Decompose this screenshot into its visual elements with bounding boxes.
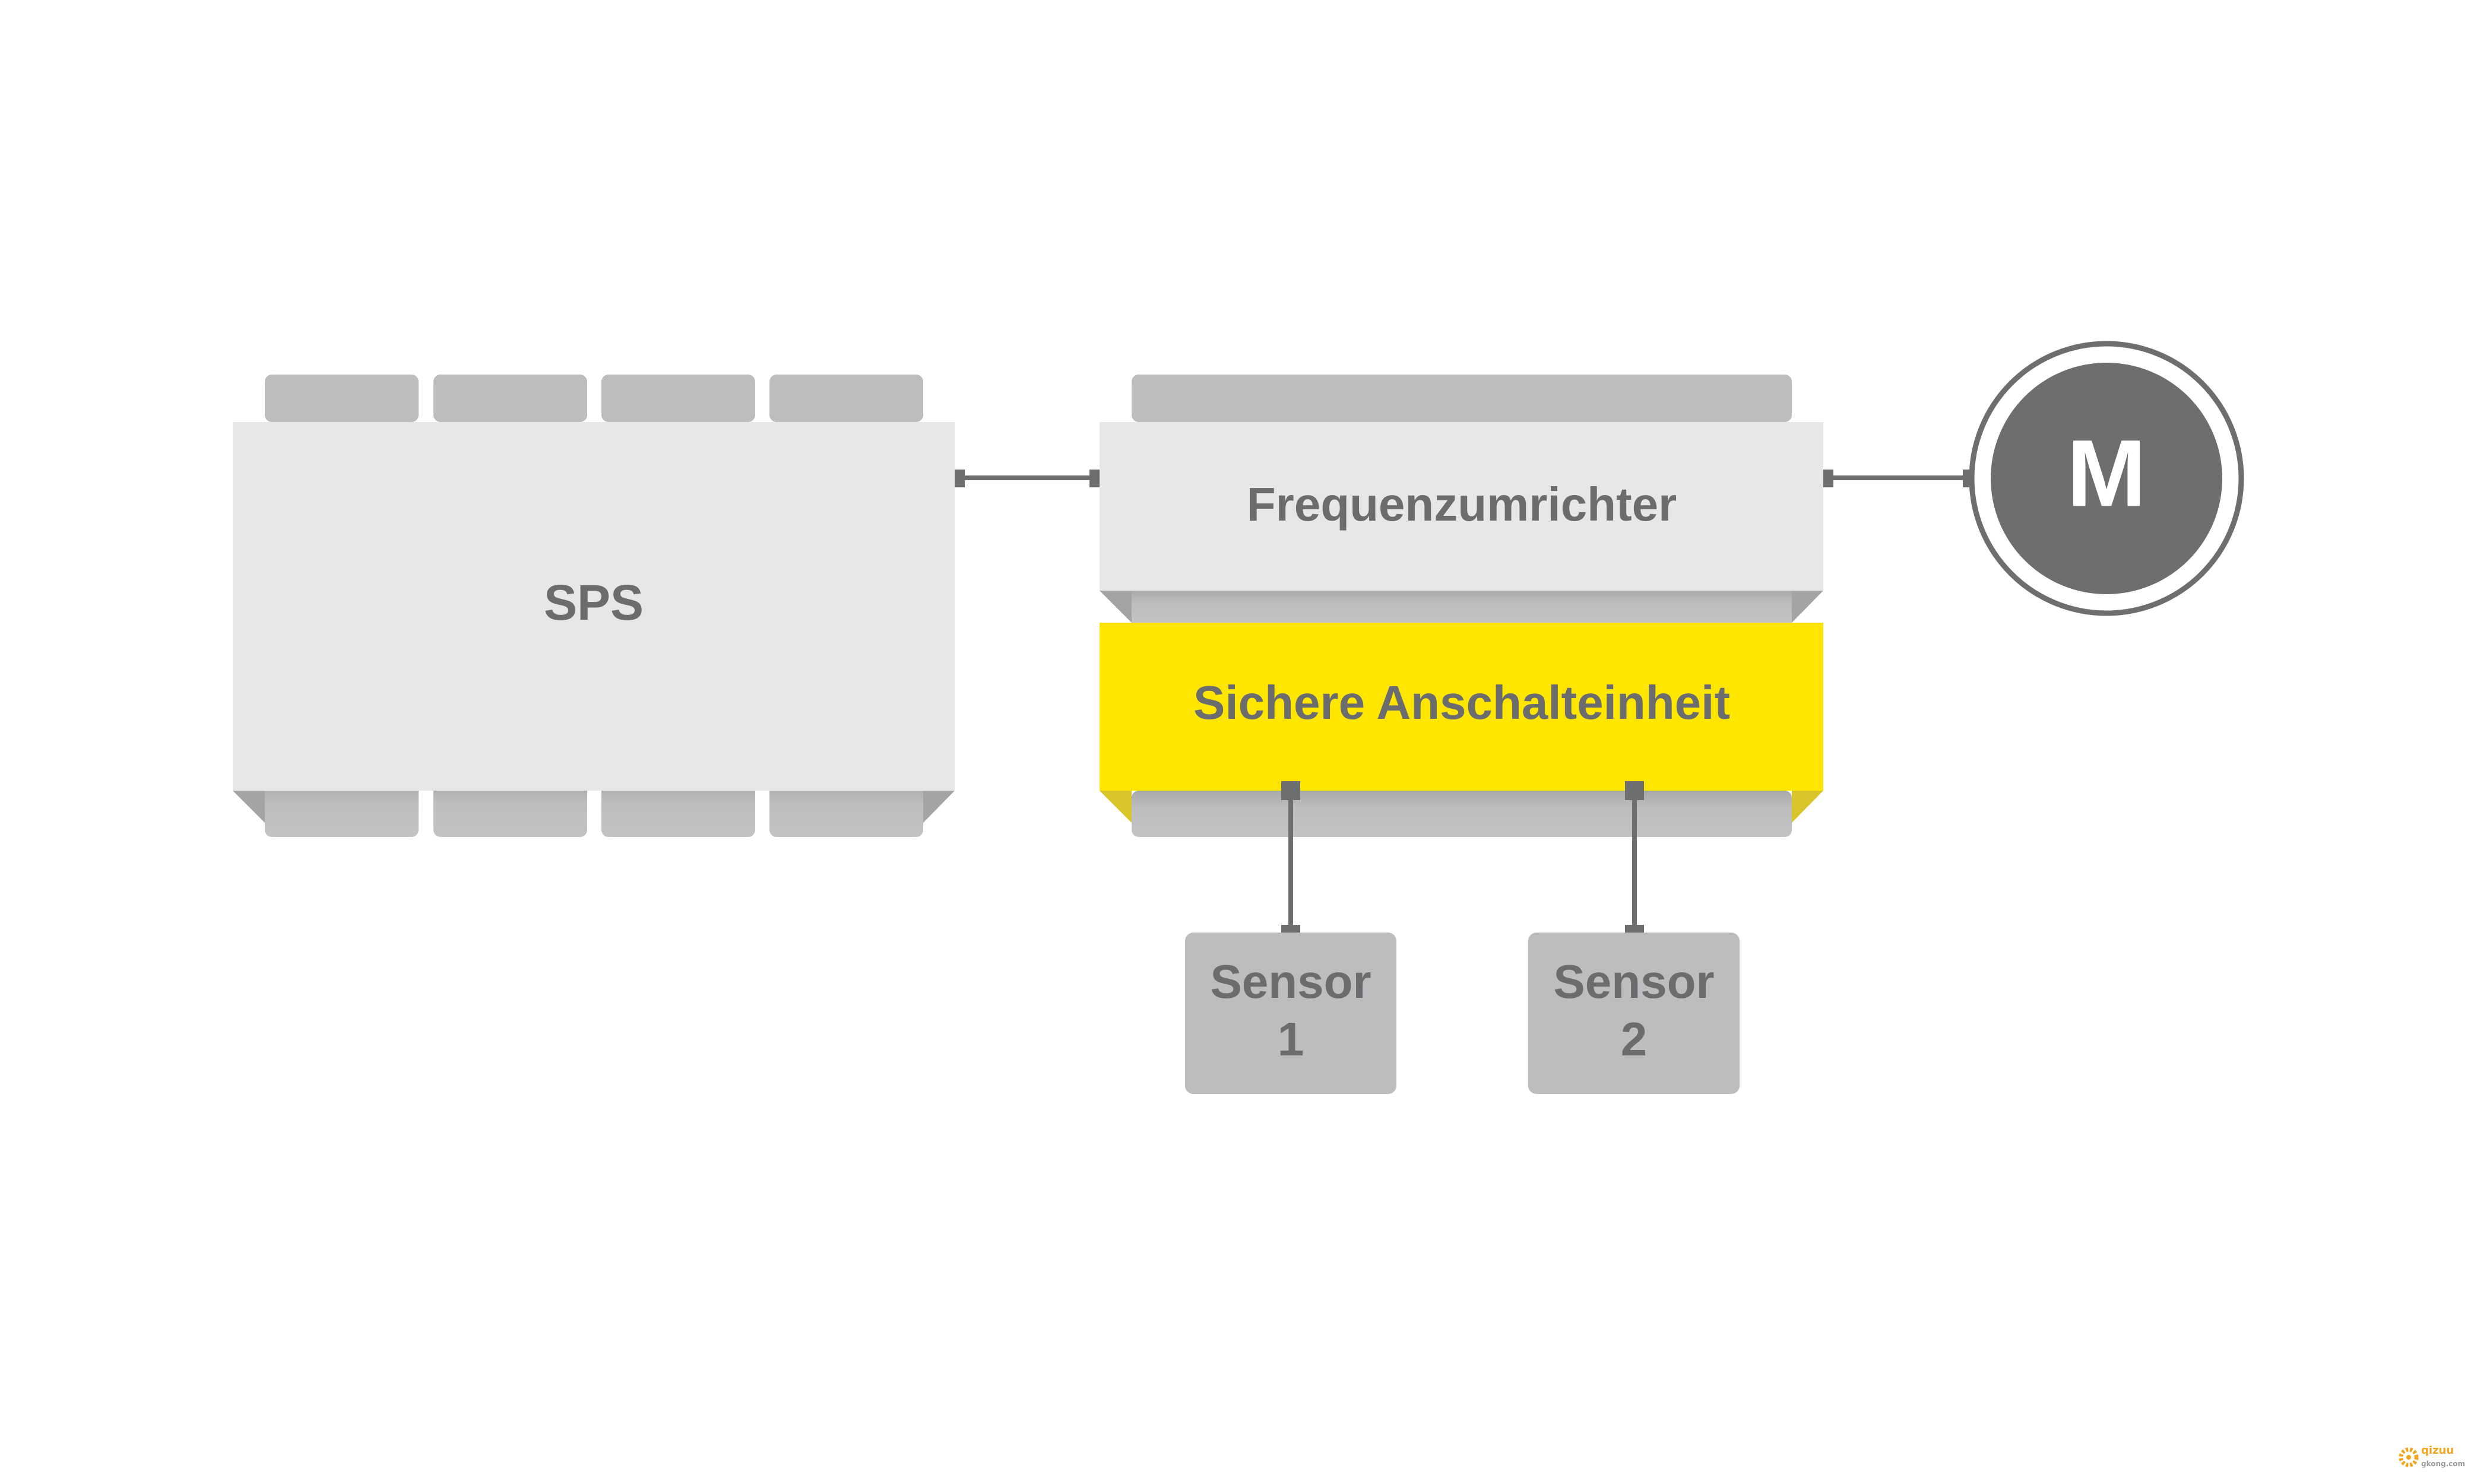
sensor-2-label-line1: Sensor (1553, 955, 1714, 1008)
inverter-top-rail (1132, 375, 1792, 422)
watermark-line1: qizuu (2421, 1444, 2454, 1457)
plc-bottom-slot-1 (265, 784, 419, 837)
sensor-1-label-line2: 1 (1278, 1013, 1304, 1066)
wire-safety-to-sensor1 (1288, 800, 1293, 925)
safety-unit-body (1100, 623, 1823, 791)
plc-port (955, 470, 965, 487)
motor-label: M (2067, 420, 2146, 526)
inverter-right-bevel (1792, 591, 1823, 623)
inverter-mid-rail (1132, 591, 1792, 623)
inverter-in-port (1089, 470, 1100, 487)
sensor-1: Sensor 1 (1185, 933, 1396, 1094)
safety-port-2 (1625, 781, 1644, 800)
sensor-2-label-line2: 2 (1621, 1013, 1648, 1066)
wire-plc-to-inverter (965, 475, 1089, 480)
watermark-line2: gkong.com (2421, 1460, 2465, 1468)
plc-bottom-slot-2 (433, 784, 587, 837)
safety-unit: Sichere Anschalteinheit (1100, 623, 1823, 837)
gear-icon-center (2406, 1455, 2411, 1460)
wire-inverter-to-motor (1833, 475, 1963, 480)
plc-right-bevel (923, 791, 955, 823)
plc-top-slot-3 (601, 375, 755, 422)
safety-unit-right-bevel (1792, 791, 1823, 823)
wire-safety-to-sensor2 (1632, 800, 1637, 925)
safety-port-1 (1281, 781, 1300, 800)
plc-top-slot-4 (769, 375, 923, 422)
gear-icon (2399, 1447, 2419, 1467)
inverter-module: Frequenzumrichter (1100, 375, 1823, 623)
plc-bottom-slot-3 (601, 784, 755, 837)
motor: M (1969, 341, 2244, 616)
plc-top-slot-1 (265, 375, 419, 422)
safety-unit-left-bevel (1100, 791, 1132, 823)
sensor-2: Sensor 2 (1528, 933, 1740, 1094)
inverter-left-bevel (1100, 591, 1132, 623)
plc-module: SPS (233, 375, 955, 837)
inverter-label: Frequenzumrichter (1247, 478, 1677, 531)
plc-bottom-slot-4 (769, 784, 923, 837)
plc-label: SPS (544, 575, 644, 630)
inverter-body (1100, 422, 1823, 591)
motor-body (1991, 363, 2222, 594)
sensor-1-label-line1: Sensor (1210, 955, 1371, 1008)
safety-unit-bottom-rail (1132, 791, 1792, 837)
plc-top-slot-2 (433, 375, 587, 422)
safety-unit-label: Sichere Anschalteinheit (1193, 676, 1730, 729)
plc-left-bevel (233, 791, 265, 823)
sensor-2-box (1528, 933, 1740, 1094)
motor-port (1963, 470, 1971, 487)
watermark: qizuu gkong.com (2399, 1444, 2465, 1468)
inverter-out-port (1823, 470, 1833, 487)
sensor-1-box (1185, 933, 1396, 1094)
plc-body (233, 422, 955, 791)
